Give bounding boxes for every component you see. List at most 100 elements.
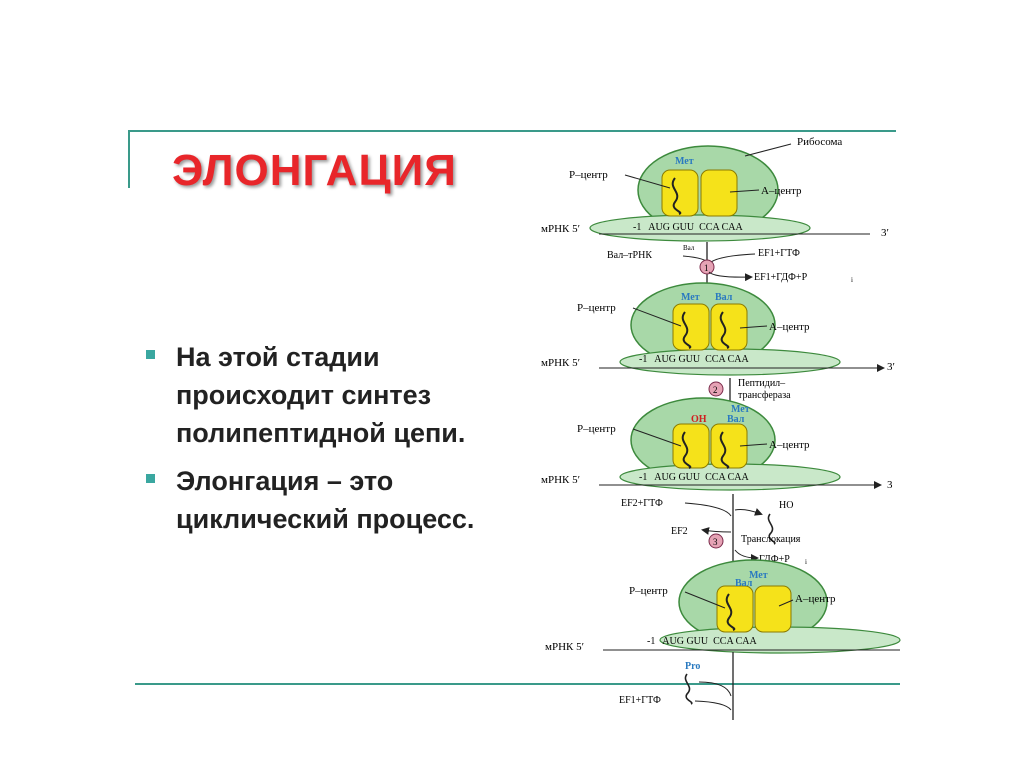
- trna-squiggle: [681, 311, 692, 349]
- p-site-label: Р–центр: [629, 585, 668, 597]
- step-3-number: 3: [713, 537, 718, 547]
- p-site-label: Р–центр: [577, 302, 616, 314]
- gdp-p-subscript: i: [805, 558, 807, 566]
- outgoing-arrow: [734, 508, 763, 516]
- oh-label: OH: [691, 414, 707, 425]
- slide-title: ЭЛОНГАЦИЯ: [172, 146, 457, 195]
- val-label: Вал: [727, 414, 745, 425]
- step-1-badge: [699, 259, 715, 275]
- a-site-label: А–центр: [761, 185, 802, 197]
- step-2-transition: 2 Пептидил– трансфераза: [708, 378, 791, 417]
- step-1-transition: Вал–тРНК Вал EF1+ГТФ 1 EF1+ГДФ+Р i: [607, 242, 853, 295]
- p-site-pointer: [632, 307, 682, 327]
- mrna-label: мРНК 5′: [541, 357, 580, 369]
- ef1-gdp-label: EF1+ГДФ+Р: [754, 272, 808, 283]
- incoming-arrow: [684, 502, 732, 517]
- a-site-label: А–центр: [769, 321, 810, 333]
- ho-label: HO: [779, 500, 793, 511]
- ef1-gtp-bottom-label: EF1+ГТФ: [619, 695, 661, 706]
- ribosome-stage-3: OH Мет Вал Р–центр А–центр мРНК 5′ -1 AU…: [541, 397, 893, 491]
- frame-left-line: [128, 130, 130, 188]
- bullet-text: На этой стадии происходит синтез полипеп…: [176, 342, 466, 448]
- peptidyl-label-1: Пептидил–: [738, 378, 786, 389]
- ribosome-label: Рибосома: [797, 136, 842, 148]
- step-2-number: 2: [713, 385, 718, 395]
- bullet-item: Элонгация – это циклический процесс.: [146, 462, 486, 538]
- p-site-pointer: [684, 591, 726, 609]
- three-prime-label: 3′: [881, 227, 889, 239]
- met-label: Мет: [731, 404, 750, 415]
- met-label: Мет: [681, 292, 700, 303]
- gdp-p-label: ГДФ+Р: [759, 554, 790, 565]
- pro-label: Pro: [685, 661, 700, 672]
- incoming-arrow: [708, 253, 756, 265]
- val-trna-label: Вал–тРНК: [607, 250, 652, 261]
- trna-a-site: [710, 303, 748, 351]
- a-site-pointer: [739, 443, 768, 447]
- ribosome-stage-4: Мет Вал Р–центр А–центр мРНК 5′ -1 AUG G…: [545, 559, 901, 654]
- trna-p-site: [672, 303, 710, 351]
- trna-a-site-empty: [754, 585, 792, 633]
- peptidyl-label-2: трансфераза: [738, 390, 791, 401]
- trna-squiggle: [725, 593, 736, 631]
- incoming-arrow: [694, 700, 732, 711]
- mrna-label: мРНК 5′: [545, 641, 584, 653]
- trna-p-site: [672, 423, 710, 469]
- bullet-list: На этой стадии происходит синтез полипеп…: [146, 338, 486, 548]
- a-site-pointer: [778, 599, 794, 607]
- outgoing-arrow: [701, 527, 732, 535]
- translocation-label: Транслокация: [741, 534, 801, 545]
- ribosome-pointer: [744, 143, 792, 157]
- mrna-label: мРНК 5′: [541, 223, 580, 235]
- a-site-label: А–центр: [795, 593, 836, 605]
- ef2-label: EF2: [671, 526, 688, 537]
- step-1-number: 1: [704, 263, 709, 273]
- step-2-badge: [708, 381, 724, 397]
- a-site-pointer: [729, 189, 760, 193]
- incoming-trna-icon: [684, 673, 693, 705]
- a-site-pointer: [739, 325, 768, 329]
- next-cycle: Pro EF1+ГТФ: [619, 652, 734, 720]
- p-site-pointer: [632, 428, 682, 447]
- trna-a-site: [710, 423, 748, 469]
- trna-squiggle: [681, 431, 692, 469]
- three-prime-label: 3′: [887, 361, 895, 373]
- codon-sequence: -1 AUG GUU CCA CAA: [647, 636, 758, 647]
- ef2-gtp-label: EF2+ГТФ: [621, 498, 663, 509]
- incoming-arrow: [698, 681, 732, 697]
- p-site-pointer: [624, 174, 671, 189]
- met-label: Мет: [675, 156, 694, 167]
- trna-squiggle: [719, 311, 730, 349]
- trna-p-site: [661, 169, 699, 217]
- codon-sequence: -1 AUG GUU CCA CAA: [639, 472, 750, 483]
- codon-sequence: -1 AUG GUU CCA CAA: [639, 354, 750, 365]
- outgoing-arrow: [734, 549, 759, 562]
- codon-sequence: -1 AUG GUU CCA CAA: [633, 222, 744, 233]
- bullet-square-icon: [146, 474, 155, 483]
- trna-a-site-empty: [700, 169, 738, 217]
- trna-squiggle: [671, 177, 682, 215]
- bullet-item: На этой стадии происходит синтез полипеп…: [146, 338, 486, 452]
- step-3-badge: [708, 533, 724, 549]
- val-label: Вал: [715, 292, 733, 303]
- released-trna-icon: [767, 513, 776, 545]
- ribosome-stage-2: Мет Вал Р–центр А–центр мРНК 5′ -1 AUG G…: [541, 282, 895, 376]
- met-label: Мет: [749, 570, 768, 581]
- ef1-gtp-label: EF1+ГТФ: [758, 248, 800, 259]
- mrna-label: мРНК 5′: [541, 474, 580, 486]
- frame-bottom-line: [135, 683, 900, 685]
- p-site-label: Р–центр: [577, 423, 616, 435]
- bullet-text: Элонгация – это циклический процесс.: [176, 466, 475, 534]
- trna-p-site: [716, 585, 754, 633]
- a-site-label: А–центр: [769, 439, 810, 451]
- ribosome-stage-1: Мет Рибосома Р–центр А–центр мРНК 5′ -1 …: [541, 136, 889, 242]
- frame-top-line: [128, 130, 896, 132]
- elongation-diagram: Мет Рибосома Р–центр А–центр мРНК 5′ -1 …: [541, 136, 901, 720]
- val-label: Вал: [735, 578, 753, 589]
- bullet-square-icon: [146, 350, 155, 359]
- val-trna-superscript: Вал: [683, 244, 695, 252]
- three-prime-label: 3: [887, 479, 893, 491]
- ef1-gdp-subscript: i: [851, 276, 853, 284]
- p-site-label: Р–центр: [569, 169, 608, 181]
- trna-squiggle: [719, 431, 730, 469]
